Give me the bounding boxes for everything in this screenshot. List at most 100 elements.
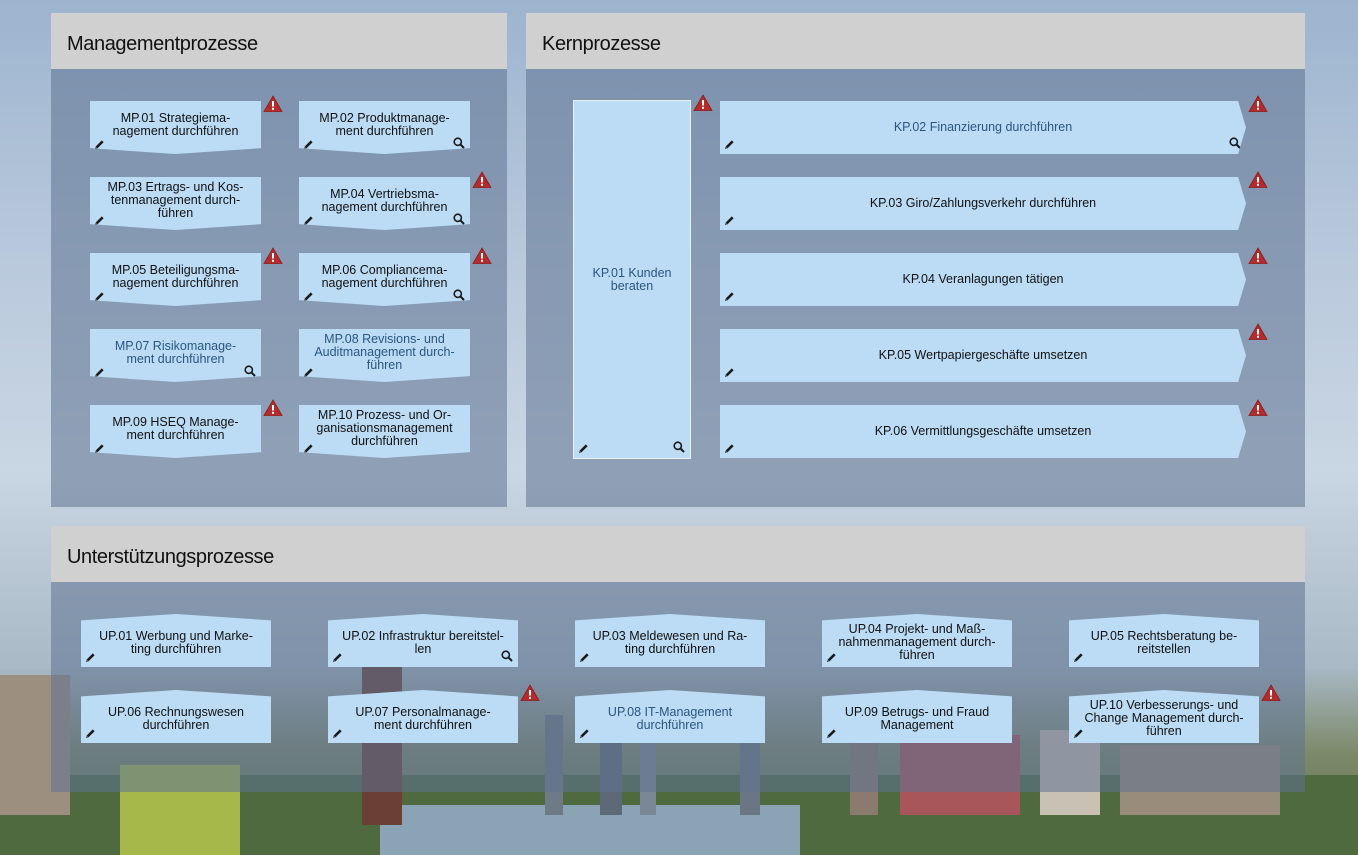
- process-kp-01[interactable]: KP.01 Kunden beraten: [573, 100, 691, 459]
- warning-triangle-icon: [1248, 171, 1268, 188]
- pencil-icon[interactable]: [724, 291, 735, 302]
- process-label: KP.01 Kunden beraten: [592, 265, 672, 293]
- magnifier-icon[interactable]: [1229, 137, 1241, 149]
- process-label: UP.01 Werbung und Marke- ting durchführe…: [99, 628, 253, 656]
- magnifier-icon[interactable]: [453, 137, 465, 149]
- process-kp-05[interactable]: KP.05 Wertpapiergeschäfte umsetzen: [720, 329, 1246, 382]
- pencil-icon[interactable]: [303, 215, 314, 226]
- process-kp-02[interactable]: KP.02 Finanzierung durchführen: [720, 101, 1246, 154]
- process-up-9[interactable]: UP.09 Betrugs- und Fraud Management: [822, 690, 1012, 743]
- warning-triangle-icon: [263, 399, 283, 416]
- process-label: MP.08 Revisions- und Auditmanagement dur…: [314, 332, 455, 372]
- process-up-10[interactable]: UP.10 Verbesserungs- und Change Manageme…: [1069, 690, 1259, 743]
- pencil-icon[interactable]: [826, 728, 837, 739]
- magnifier-icon[interactable]: [244, 365, 256, 377]
- process-mp-8[interactable]: MP.08 Revisions- und Auditmanagement dur…: [299, 329, 470, 382]
- warning-triangle-icon: [263, 247, 283, 264]
- process-mp-1[interactable]: MP.01 Strategiema- nagement durchführen: [90, 101, 261, 154]
- process-label: KP.05 Wertpapiergeschäfte umsetzen: [878, 348, 1088, 362]
- process-label: MP.07 Risikomanage- ment durchführen: [114, 338, 237, 366]
- pencil-icon[interactable]: [303, 291, 314, 302]
- process-mp-3[interactable]: MP.03 Ertrags- und Kos- tenmanagement du…: [90, 177, 261, 230]
- management-title: Managementprozesse: [51, 13, 507, 69]
- pencil-icon[interactable]: [1073, 652, 1084, 663]
- process-label: UP.09 Betrugs- und Fraud Management: [844, 704, 990, 732]
- process-label: UP.10 Verbesserungs- und Change Manageme…: [1084, 698, 1244, 738]
- magnifier-icon[interactable]: [453, 213, 465, 225]
- magnifier-icon[interactable]: [673, 441, 685, 453]
- pencil-icon[interactable]: [578, 443, 589, 454]
- process-up-5[interactable]: UP.05 Rechtsberatung be- reitstellen: [1069, 614, 1259, 667]
- process-mp-7[interactable]: MP.07 Risikomanage- ment durchführen: [90, 329, 261, 382]
- pencil-icon[interactable]: [94, 139, 105, 150]
- pencil-icon[interactable]: [724, 367, 735, 378]
- pencil-icon[interactable]: [94, 215, 105, 226]
- process-label: UP.08 IT-Management durchführen: [607, 704, 733, 732]
- process-label: KP.03 Giro/Zahlungsverkehr durchführen: [869, 196, 1097, 210]
- warning-triangle-icon: [1248, 247, 1268, 264]
- process-label: KP.06 Vermittlungsgeschäfte umsetzen: [874, 424, 1092, 438]
- process-label: UP.06 Rechnungswesen durchführen: [108, 704, 244, 732]
- process-label: MP.01 Strategiema- nagement durchführen: [112, 110, 239, 138]
- process-kp-04[interactable]: KP.04 Veranlagungen tätigen: [720, 253, 1246, 306]
- pencil-icon[interactable]: [85, 728, 96, 739]
- process-kp-03[interactable]: KP.03 Giro/Zahlungsverkehr durchführen: [720, 177, 1246, 230]
- pencil-icon[interactable]: [303, 139, 314, 150]
- pencil-icon[interactable]: [94, 443, 105, 454]
- process-up-3[interactable]: UP.03 Meldewesen und Ra- ting durchführe…: [575, 614, 765, 667]
- process-up-8[interactable]: UP.08 IT-Management durchführen: [575, 690, 765, 743]
- process-up-4[interactable]: UP.04 Projekt- und Maß- nahmenmanagement…: [822, 614, 1012, 667]
- process-label: MP.04 Vertriebsma- nagement durchführen: [321, 186, 448, 214]
- pencil-icon[interactable]: [579, 652, 590, 663]
- warning-triangle-icon: [1248, 323, 1268, 340]
- process-label: MP.05 Beteiligungsma- nagement durchführ…: [111, 262, 240, 290]
- process-label: KP.02 Finanzierung durchführen: [893, 120, 1073, 134]
- pencil-icon[interactable]: [303, 443, 314, 454]
- magnifier-icon[interactable]: [453, 289, 465, 301]
- process-mp-9[interactable]: MP.09 HSEQ Manage- ment durchführen: [90, 405, 261, 458]
- process-label: UP.03 Meldewesen und Ra- ting durchführe…: [592, 628, 748, 656]
- pencil-icon[interactable]: [85, 652, 96, 663]
- process-up-7[interactable]: UP.07 Personalmanage- ment durchführen: [328, 690, 518, 743]
- pencil-icon[interactable]: [724, 139, 735, 150]
- warning-triangle-icon: [1248, 95, 1268, 112]
- process-up-6[interactable]: UP.06 Rechnungswesen durchführen: [81, 690, 271, 743]
- process-mp-2[interactable]: MP.02 Produktmanage- ment durchführen: [299, 101, 470, 154]
- process-label: UP.04 Projekt- und Maß- nahmenmanagement…: [838, 622, 996, 662]
- pencil-icon[interactable]: [724, 443, 735, 454]
- pencil-icon[interactable]: [724, 215, 735, 226]
- process-label: MP.03 Ertrags- und Kos- tenmanagement du…: [107, 180, 244, 220]
- pencil-icon[interactable]: [94, 291, 105, 302]
- support-title: Unterstützungsprozesse: [51, 526, 1305, 582]
- magnifier-icon[interactable]: [501, 650, 513, 662]
- pencil-icon[interactable]: [826, 652, 837, 663]
- pencil-icon[interactable]: [1073, 728, 1084, 739]
- process-label: UP.07 Personalmanage- ment durchführen: [355, 704, 491, 732]
- warning-triangle-icon: [1248, 399, 1268, 416]
- warning-triangle-icon: [472, 171, 492, 188]
- process-label: MP.02 Produktmanage- ment durchführen: [319, 110, 450, 138]
- core-title: Kernprozesse: [526, 13, 1305, 69]
- pencil-icon[interactable]: [303, 367, 314, 378]
- support-body: [51, 582, 1305, 792]
- warning-triangle-icon: [1261, 684, 1281, 701]
- process-label: MP.10 Prozess- und Or- ganisationsmanage…: [316, 408, 453, 448]
- process-label: KP.04 Veranlagungen tätigen: [902, 272, 1064, 286]
- pencil-icon[interactable]: [579, 728, 590, 739]
- process-mp-10[interactable]: MP.10 Prozess- und Or- ganisationsmanage…: [299, 405, 470, 458]
- warning-triangle-icon: [472, 247, 492, 264]
- warning-triangle-icon: [520, 684, 540, 701]
- process-mp-5[interactable]: MP.05 Beteiligungsma- nagement durchführ…: [90, 253, 261, 306]
- pencil-icon[interactable]: [332, 652, 343, 663]
- process-mp-6[interactable]: MP.06 Compliancema- nagement durchführen: [299, 253, 470, 306]
- process-label: MP.09 HSEQ Manage- ment durchführen: [112, 414, 239, 442]
- process-label: UP.05 Rechtsberatung be- reitstellen: [1090, 628, 1238, 656]
- process-up-2[interactable]: UP.02 Infrastruktur bereitstel- len: [328, 614, 518, 667]
- process-label: UP.02 Infrastruktur bereitstel- len: [342, 628, 504, 656]
- process-up-1[interactable]: UP.01 Werbung und Marke- ting durchführe…: [81, 614, 271, 667]
- pencil-icon[interactable]: [94, 367, 105, 378]
- warning-triangle-icon: [263, 95, 283, 112]
- pencil-icon[interactable]: [332, 728, 343, 739]
- process-mp-4[interactable]: MP.04 Vertriebsma- nagement durchführen: [299, 177, 470, 230]
- process-kp-06[interactable]: KP.06 Vermittlungsgeschäfte umsetzen: [720, 405, 1246, 458]
